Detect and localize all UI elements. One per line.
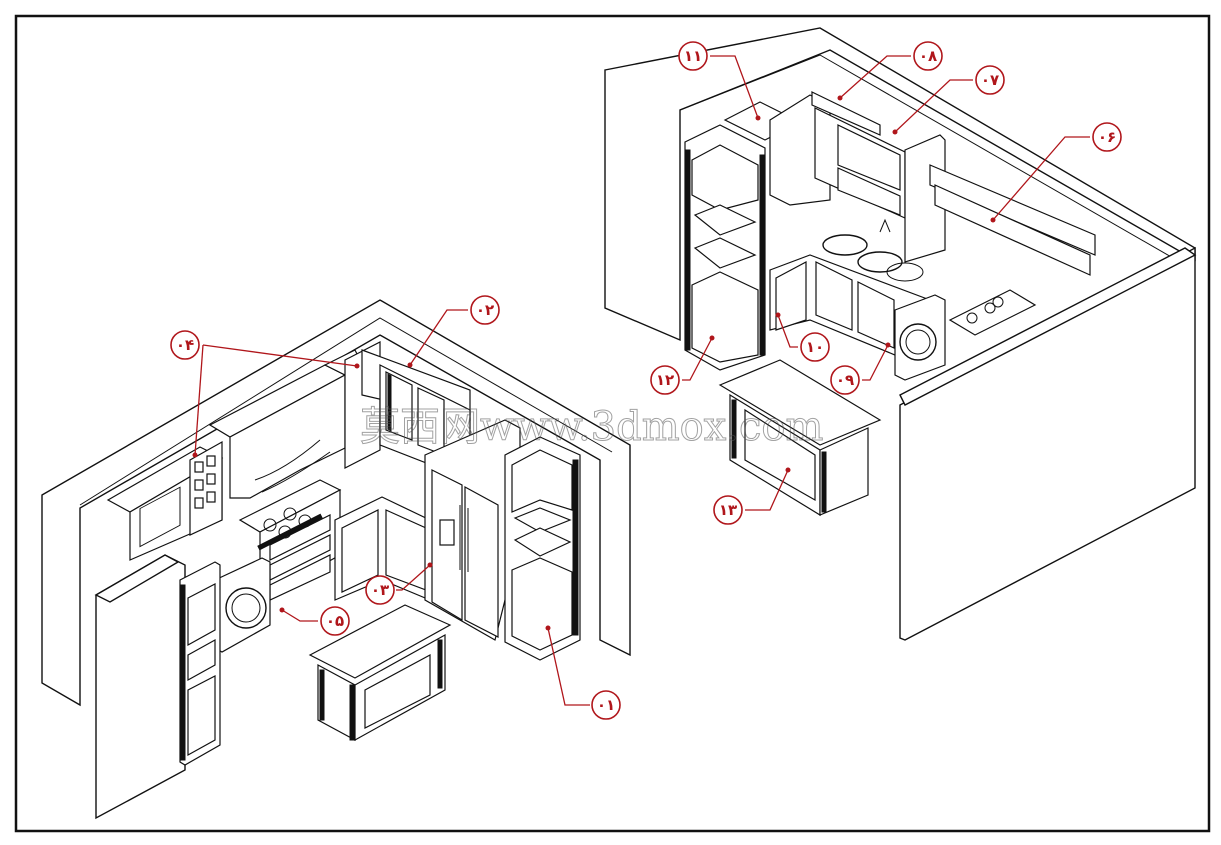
callout-number: ۱۰ [806, 338, 824, 356]
callout-leader-dot [279, 607, 285, 613]
callout-circle [650, 365, 680, 395]
cooktop-base [238, 479, 342, 602]
callout-leader-line [194, 344, 204, 456]
range-hood [208, 349, 361, 499]
callout-number: ۱۱ [684, 47, 702, 65]
right-back-wall [604, 27, 1196, 342]
callout-leader-dot [990, 217, 996, 223]
callout-number: ۰۱ [597, 696, 615, 714]
callout-leader-dot [785, 467, 791, 473]
callout-01: ۰۱ [545, 625, 621, 720]
callout-number: ۰۸ [919, 47, 937, 65]
callout-08: ۰۸ [837, 41, 943, 101]
callout-02: ۰۲ [407, 295, 500, 368]
left-wall-upper-cabinets [106, 440, 224, 561]
right-cooktop [948, 289, 1037, 336]
callout-leader-line [839, 55, 911, 99]
callout-circle [713, 495, 743, 525]
callout-leader-line [710, 55, 759, 119]
callout-number: ۰۶ [1098, 128, 1116, 146]
right-upper-cabinets [723, 91, 1096, 276]
callout-circle [365, 575, 395, 605]
callout-leader-dot [354, 363, 360, 369]
callout-13: ۱۳ [713, 467, 791, 525]
callout-circle [830, 365, 860, 395]
callout-leader-line [992, 136, 1090, 221]
callout-number: ۰۷ [981, 71, 999, 89]
callout-leader-dot [427, 562, 433, 568]
tall-pantry-cabinet [504, 436, 581, 661]
callout-number: ۱۳ [719, 501, 737, 519]
callout-leader-line [281, 609, 318, 622]
callout-number: ۰۴ [176, 336, 194, 354]
callout-leader-dot [407, 362, 413, 368]
callout-number: ۱۲ [656, 371, 674, 389]
left-kitchen-view [41, 299, 631, 820]
callout-11: ۱۱ [678, 41, 761, 121]
left-back-wall [41, 299, 631, 707]
right-washing-machine [894, 294, 946, 381]
callout-07: ۰۷ [892, 65, 1005, 135]
callout-10: ۱۰ [775, 312, 830, 362]
callout-circle [470, 295, 500, 325]
callout-circle [975, 65, 1005, 95]
callout-circle [678, 41, 708, 71]
callout-09: ۰۹ [830, 342, 891, 395]
callout-layer: ۰۱ ۰۲ ۰۳ ۰۴ ۰۵ ۰۶ ۰۷ ۰۸ ۰۹ ۱۰ ۱۱ ۱۲ ۱۳ [170, 41, 1122, 720]
callout-04: ۰۴ [170, 330, 360, 458]
callout-leader-line [547, 627, 590, 706]
callout-circle [913, 41, 943, 71]
callout-number: ۰۹ [836, 371, 854, 389]
refrigerator [424, 419, 521, 641]
back-base-cabinets [334, 496, 431, 601]
callout-number: ۰۳ [371, 581, 389, 599]
left-island [308, 604, 452, 742]
callout-leader-dot [885, 342, 891, 348]
right-kitchen-view [604, 27, 1197, 641]
callout-number: ۰۵ [326, 612, 344, 630]
callout-leader-line [777, 314, 798, 348]
callout-leader-line [409, 309, 468, 366]
callout-leader-line [862, 344, 889, 381]
callout-leader-dot [709, 335, 715, 341]
watermark: 莫西网www.3dmox.com [360, 404, 823, 450]
callout-leader-dot [837, 95, 843, 101]
sheet-border [14, 14, 1211, 833]
right-island [718, 359, 882, 517]
callout-leader-dot [545, 625, 551, 631]
callout-circle [1092, 122, 1122, 152]
callout-leader-dot [755, 115, 761, 121]
callout-leader-line [682, 337, 713, 381]
sink-base-cabinets [769, 218, 931, 366]
callout-circle [320, 606, 350, 636]
callout-03: ۰۳ [365, 562, 433, 605]
callout-leader-line [894, 79, 973, 133]
callout-12: ۱۲ [650, 335, 715, 395]
callout-leader-line [745, 469, 789, 511]
callout-circle [800, 332, 830, 362]
callout-leader-line [396, 564, 431, 591]
callout-number: ۰۲ [476, 301, 494, 319]
callout-circle [591, 690, 621, 720]
callout-leader-dot [892, 129, 898, 135]
washing-machine [214, 557, 271, 653]
callout-leader-line [202, 344, 358, 367]
right-tall-cabinet [684, 124, 766, 371]
callout-leader-dot [775, 312, 781, 318]
callout-leader-dot [192, 452, 198, 458]
callout-05: ۰۵ [279, 606, 350, 636]
left-base-cabinets [179, 561, 221, 766]
callout-circle [170, 330, 200, 360]
callout-06: ۰۶ [990, 122, 1122, 223]
